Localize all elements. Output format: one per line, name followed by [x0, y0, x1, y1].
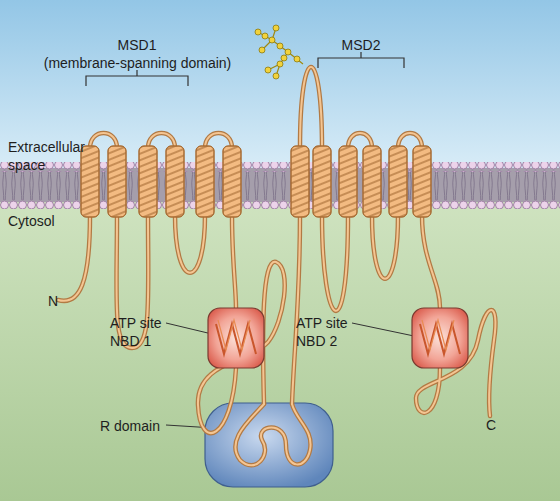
domain-subtitle: (membrane-spanning domain) — [40, 54, 235, 72]
msd2-helices — [291, 146, 431, 217]
msd1-bracket — [86, 70, 188, 86]
terminus-label: C — [486, 416, 506, 434]
r-domain-shape — [205, 403, 333, 487]
site-label: ATP site NBD 1 — [110, 314, 172, 350]
terminus-label: N — [48, 292, 68, 310]
glycan-tree — [255, 25, 303, 79]
domain-label: MSD2 — [326, 36, 396, 54]
msd2-bracket — [318, 52, 404, 68]
cytosol-band — [0, 200, 560, 501]
leader-line — [166, 323, 212, 334]
leader-line — [352, 323, 414, 336]
polypeptide-chain — [58, 67, 495, 465]
nbd2-shape — [412, 308, 468, 368]
region-label: Extracellular space — [8, 138, 100, 174]
region-label: Cytosol — [8, 212, 88, 230]
domain-label: MSD1 — [100, 36, 174, 54]
site-label: ATP site NBD 2 — [296, 314, 358, 350]
msd1-helices — [81, 146, 241, 217]
domain-label: R domain — [100, 417, 180, 435]
nbd1-shape — [208, 308, 264, 368]
